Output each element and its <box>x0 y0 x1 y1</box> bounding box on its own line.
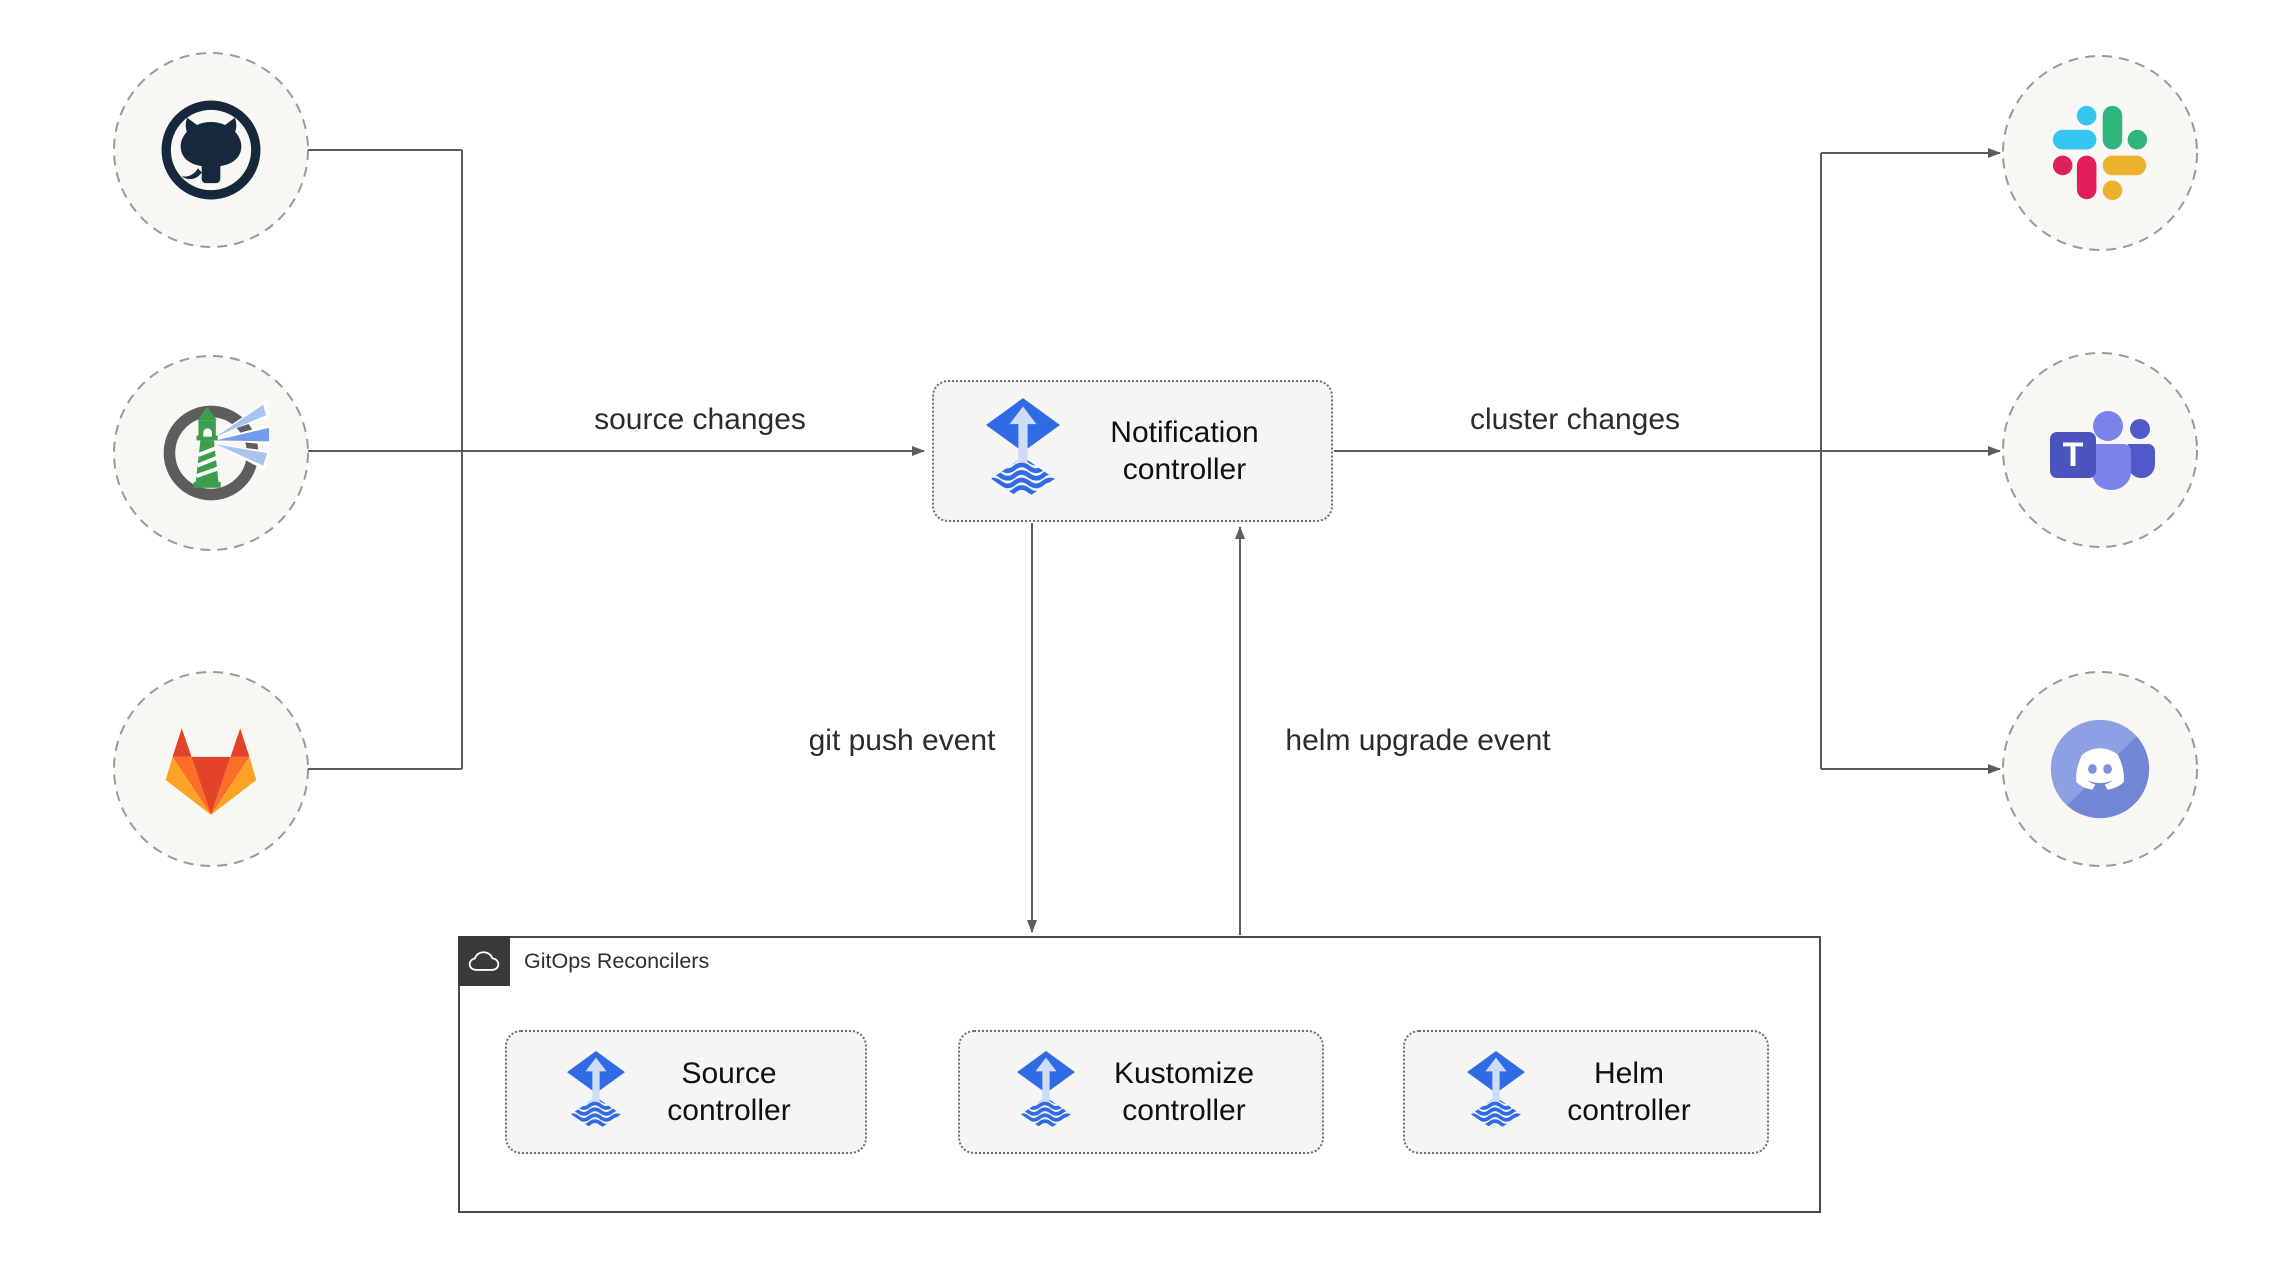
cluster-changes-label: cluster changes <box>1469 403 1681 436</box>
notification-controller-box: Notification controller <box>932 380 1333 522</box>
slack-icon <box>2052 105 2148 201</box>
group-header <box>458 936 510 986</box>
source-controller-box: Source controller <box>505 1030 867 1154</box>
flux-icon <box>1463 1051 1529 1134</box>
flux-icon <box>1013 1051 1079 1134</box>
source-changes-label: source changes <box>594 403 806 436</box>
helm-controller-label: Helm controller <box>1567 1057 1691 1127</box>
cloud-icon <box>467 948 501 975</box>
group-title: GitOps Reconcilers <box>524 949 710 973</box>
gitlab-icon <box>158 721 264 818</box>
slack-node-circle <box>2002 55 2198 251</box>
kustomize-controller-label: Kustomize controller <box>1113 1057 1255 1127</box>
teams-icon <box>2044 402 2156 502</box>
source-controller-label: Source controller <box>667 1057 791 1127</box>
discord-icon <box>2048 717 2152 821</box>
notification-controller-label: Notification controller <box>1110 416 1259 486</box>
flux-icon <box>981 398 1065 504</box>
kustomize-controller-box: Kustomize controller <box>958 1030 1324 1154</box>
flux-icon <box>563 1051 629 1134</box>
helm-controller-box: Helm controller <box>1403 1030 1769 1154</box>
harbor-icon <box>153 395 269 511</box>
helm-upgrade-event-label: helm upgrade event <box>1285 724 1551 757</box>
git-push-event-label: git push event <box>808 724 996 757</box>
github-icon <box>155 94 267 206</box>
